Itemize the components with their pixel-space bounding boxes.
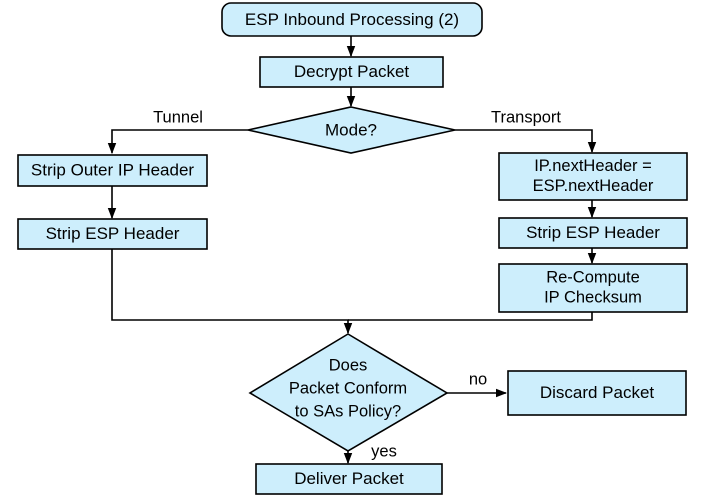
conform-decision-label-line2: Packet Conform	[289, 379, 407, 397]
node-strip-esp-header-tunnel[interactable]: Strip ESP Header	[17, 218, 208, 250]
node-strip-esp-header-transport[interactable]: Strip ESP Header	[498, 217, 688, 249]
conform-decision-label-line1: Does	[329, 356, 368, 374]
strip-esp-header-tunnel-label: Strip ESP Header	[46, 224, 180, 243]
next-header-assign-label-line1: IP.nextHeader =	[534, 157, 652, 175]
discard-packet-shape	[507, 370, 687, 416]
recompute-ip-checksum-label-line2: IP Checksum	[544, 288, 642, 306]
edge-mode-to-strip-outer-ip	[107, 129, 248, 155]
mode-decision-shape	[247, 106, 456, 154]
edge-mode-to-next-header	[455, 129, 597, 154]
next-header-assign-label-line2: ESP.nextHeader	[533, 177, 654, 195]
node-decrypt-packet[interactable]: Decrypt Packet	[259, 56, 444, 88]
next-header-assign-shape	[498, 152, 688, 201]
node-next-header-assign[interactable]: IP.nextHeader = ESP.nextHeader	[498, 152, 688, 201]
deliver-packet-label: Deliver Packet	[294, 469, 404, 488]
edge-label-tunnel: Tunnel	[153, 108, 203, 126]
decrypt-packet-shape	[259, 56, 444, 88]
conform-decision-label-line3: to SAs Policy?	[295, 402, 401, 420]
start-label: ESP Inbound Processing (2)	[245, 10, 459, 29]
recompute-ip-checksum-shape	[498, 263, 688, 313]
edge-recompute-to-conform	[348, 312, 593, 321]
node-conform-decision[interactable]: Does Packet Conform to SAs Policy?	[248, 333, 449, 452]
strip-esp-header-tunnel-shape	[17, 218, 208, 250]
deliver-packet-shape	[255, 463, 443, 495]
mode-decision-label: Mode?	[325, 120, 377, 139]
recompute-ip-checksum-label-line1: Re-Compute	[546, 268, 640, 286]
node-deliver-packet[interactable]: Deliver Packet	[255, 463, 443, 495]
node-strip-outer-ip-header[interactable]: Strip Outer IP Header	[17, 154, 208, 187]
edge-label-transport: Transport	[491, 108, 561, 126]
strip-outer-ip-header-shape	[17, 154, 208, 187]
discard-packet-label: Discard Packet	[540, 383, 655, 402]
decrypt-packet-label: Decrypt Packet	[294, 62, 410, 81]
connectors	[107, 36, 597, 465]
strip-outer-ip-header-label: Strip Outer IP Header	[31, 160, 194, 179]
edge-label-yes: yes	[371, 442, 397, 460]
start-terminator-shape	[221, 2, 483, 37]
edge-labels: Tunnel Transport no yes	[153, 108, 561, 460]
node-mode-decision[interactable]: Mode?	[247, 106, 456, 154]
node-recompute-ip-checksum[interactable]: Re-Compute IP Checksum	[498, 263, 688, 313]
strip-esp-header-transport-label: Strip ESP Header	[526, 223, 660, 242]
strip-esp-header-transport-shape	[498, 217, 688, 249]
edge-strip-esp-tunnel-to-conform	[111, 249, 353, 335]
node-discard-packet[interactable]: Discard Packet	[507, 370, 687, 416]
edge-label-no: no	[469, 370, 487, 388]
node-start[interactable]: ESP Inbound Processing (2)	[221, 2, 483, 37]
conform-decision-shape	[248, 333, 449, 452]
